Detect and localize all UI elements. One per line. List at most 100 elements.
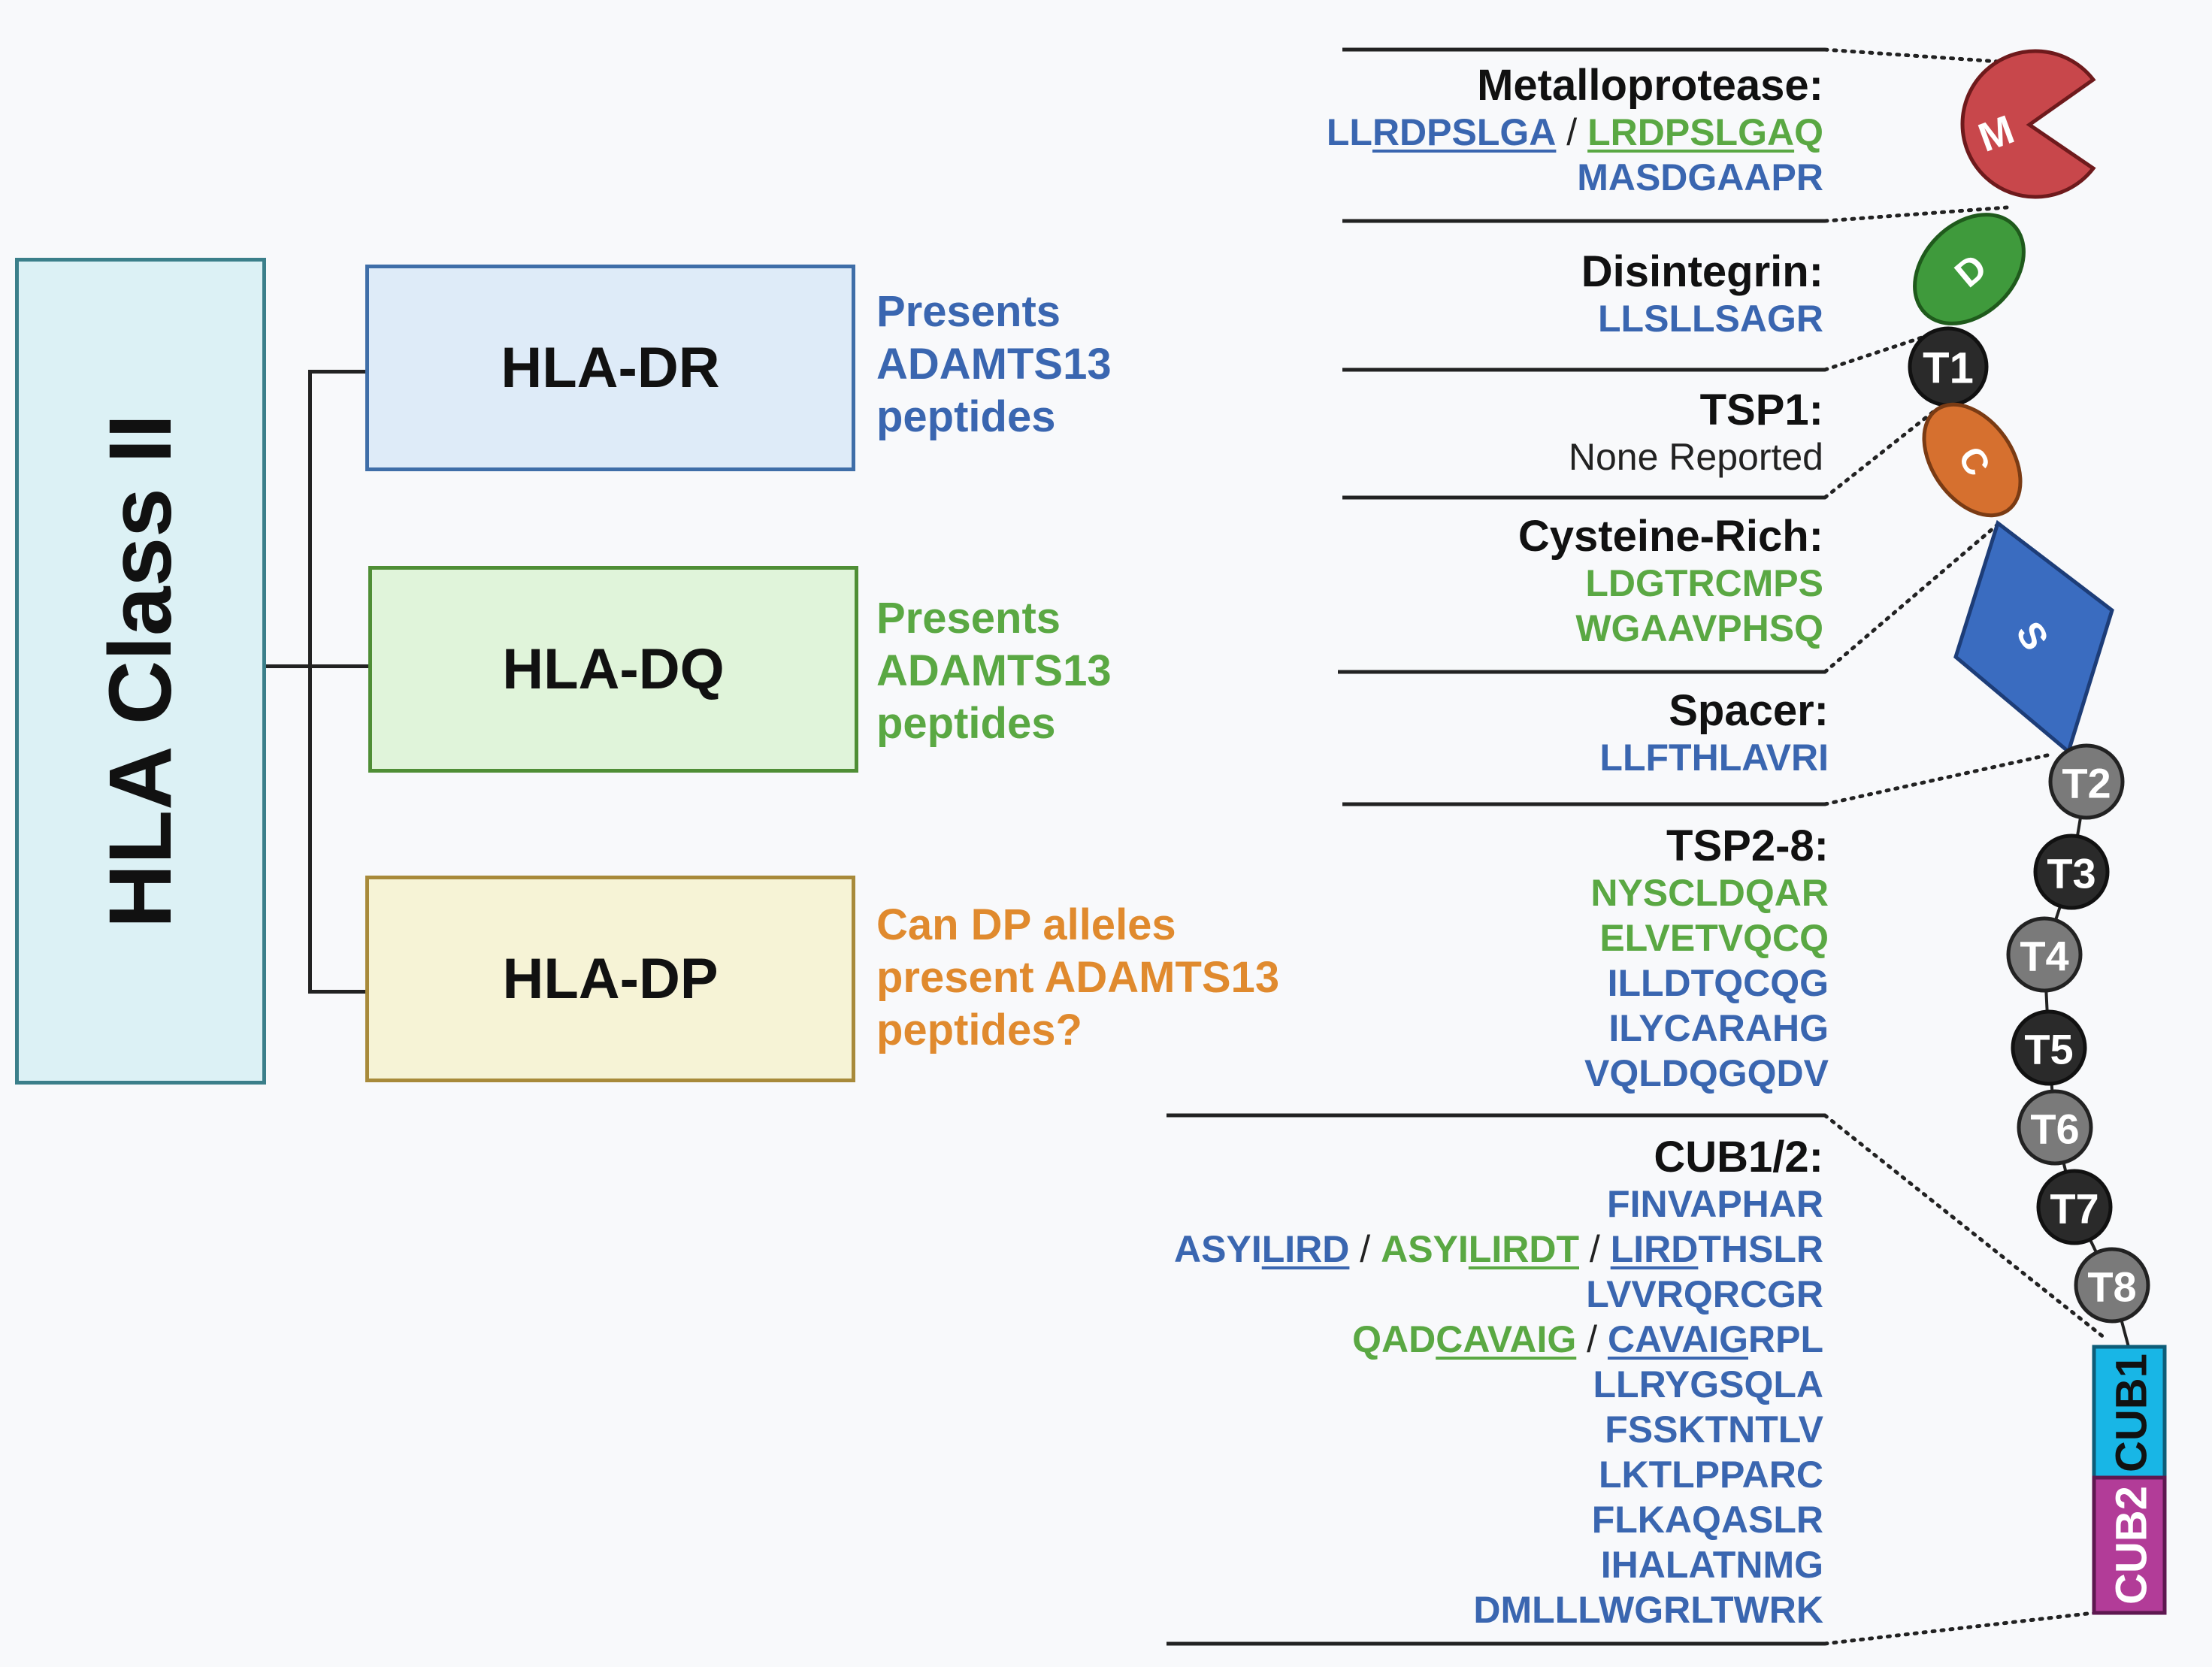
tsp1-note: None Reported [1568,436,1823,478]
hla-dp-label: HLA-DP [502,947,719,1011]
peptide-core: LIRD [1261,1228,1350,1270]
t7-label: T7 [2050,1185,2099,1233]
hla-class-ii-box: HLA Class II [15,258,266,1085]
peptide: ELVETVQCQ [1599,917,1829,959]
t1-label: T1 [1923,344,1974,393]
peptide: LVVRQRCGR [1586,1273,1823,1315]
metalloprotease-title: Metalloprotease: [1477,61,1823,110]
hla-dq-label: HLA-DQ [502,637,725,701]
peptide: LLSLLSAGR [1598,298,1823,340]
t8-circle [2074,1247,2150,1324]
peptide-core: LIRDT [1468,1228,1579,1270]
tsp2-8-section: TSP2-8: NYSCLDQAR ELVETVQCQ ILLDTQCQG IL… [1584,822,1829,1096]
dotted-connector [1823,1113,2107,1340]
dr-desc-line: peptides [876,392,1056,441]
separator: / [1576,1318,1608,1360]
tree-branch-dq [308,664,370,668]
peptide: LLRYGSQLA [1593,1363,1823,1405]
peptide-suffix: Q [1794,111,1823,153]
peptide-prefix: ASYI [1174,1228,1262,1270]
peptide: WGAAVPHSQ [1575,607,1823,649]
t4-label: T4 [2020,933,2068,980]
spacer-title: Spacer: [1669,686,1829,735]
peptide: LKTLPPARC [1598,1454,1823,1496]
peptide: LLFTHLAVRI [1599,737,1829,779]
peptide-core: LRDPSLGA [1587,111,1795,153]
peptide-core: RDPSLGA [1372,111,1557,153]
cub-title: CUB1/2: [1654,1133,1823,1181]
t6-label: T6 [2030,1106,2079,1153]
peptide: VQLDQGQDV [1584,1052,1829,1094]
dotted-connector [1823,205,2009,223]
peptide: IHALATNMG [1600,1544,1823,1586]
separator: / [1579,1228,1611,1270]
cysteine-rich-title: Cysteine-Rich: [1518,512,1823,561]
dotted-connector [1823,752,2053,806]
dq-desc-line: Presents [876,594,1061,643]
t8-label: T8 [2087,1263,2136,1311]
peptide-core: LIRD [1610,1228,1699,1270]
peptide-core: CAVAIG [1436,1318,1577,1360]
separator: / [1556,111,1588,153]
tree-vertical [308,370,312,994]
cub-section: CUB1/2: FINVAPHAR ASYILIRD / ASYILIRDT /… [1174,1133,1823,1632]
peptide: NYSCLDQAR [1590,872,1829,914]
cysteine-rich-shape [1922,402,2023,518]
peptide: FINVAPHAR [1607,1183,1823,1225]
peptide-suffix: RPL [1748,1318,1823,1360]
dotted-connector [1823,410,1935,500]
tree-stem [266,664,311,668]
cub1-label: CUB1 [2108,1354,2156,1472]
hla-dp-description: Can DP alleles present ADAMTS13 peptides… [876,899,1279,1057]
cub-peptide-group: QADCAVAIG / CAVAIGRPL [1174,1317,1823,1362]
peptide: ILYCARAHG [1608,1007,1829,1049]
metalloprotease-pair: LLRDPSLGA / LRDPSLGAQ [1327,110,1823,155]
tsp1-title: TSP1: [1699,386,1823,434]
metalloprotease-shape [1960,49,2096,199]
peptide-prefix: QAD [1352,1318,1436,1360]
disintegrin-title: Disintegrin: [1581,247,1823,296]
dp-desc-line: peptides? [876,1006,1082,1054]
cysteine-rich-section: Cysteine-Rich: LDGTRCMPS WGAAVPHSQ [1518,513,1823,651]
t7-circle [2036,1169,2113,1245]
dotted-connector [1823,334,1926,372]
peptide: LDGTRCMPS [1585,562,1823,604]
peptide-core: CAVAIG [1607,1318,1748,1360]
peptide-suffix: THSLR [1698,1228,1823,1270]
t5-circle [2011,1009,2087,1086]
t3-label: T3 [2047,850,2095,897]
hla-dr-box: HLA-DR [365,265,855,471]
spacer-section: Spacer: LLFTHLAVRI [1599,687,1829,780]
dotted-connector [1823,47,2002,64]
t2-label: T2 [2062,760,2111,807]
dp-desc-line: present ADAMTS13 [876,953,1280,1002]
peptide-prefix: LL [1326,111,1372,153]
peptide: ILLDTQCQG [1607,962,1829,1004]
hla-dq-box: HLA-DQ [368,566,858,773]
tree-branch-dr [308,370,367,374]
t4-circle [2006,916,2083,993]
t3-circle [2033,834,2110,910]
peptide: FLKAQASLR [1591,1499,1823,1541]
hla-dr-label: HLA-DR [501,336,720,400]
dq-desc-line: peptides [876,699,1056,748]
dr-desc-line: Presents [876,287,1061,336]
hla-dp-box: HLA-DP [365,876,855,1082]
tsp2-8-title: TSP2-8: [1666,821,1829,870]
t5-label: T5 [2024,1026,2073,1073]
dotted-connector [1823,1611,2096,1646]
separator: / [1349,1228,1381,1270]
hla-dr-description: Presents ADAMTS13 peptides [876,286,1112,443]
tree-branch-dp [308,990,367,994]
disintegrin-section: Disintegrin: LLSLLSAGR [1581,248,1823,341]
dp-desc-line: Can DP alleles [876,900,1176,949]
t2-circle [2048,743,2125,820]
dotted-connector [1823,521,2002,674]
hla-dq-description: Presents ADAMTS13 peptides [876,592,1112,750]
cub2-shape [2092,1475,2167,1615]
t6-circle [2017,1089,2093,1166]
dq-desc-line: ADAMTS13 [876,646,1112,695]
metalloprotease-section: Metalloprotease: LLRDPSLGA / LRDPSLGAQ M… [1327,62,1823,200]
peptide-prefix: ASYI [1381,1228,1469,1270]
cub2-label: CUB2 [2108,1486,2156,1605]
